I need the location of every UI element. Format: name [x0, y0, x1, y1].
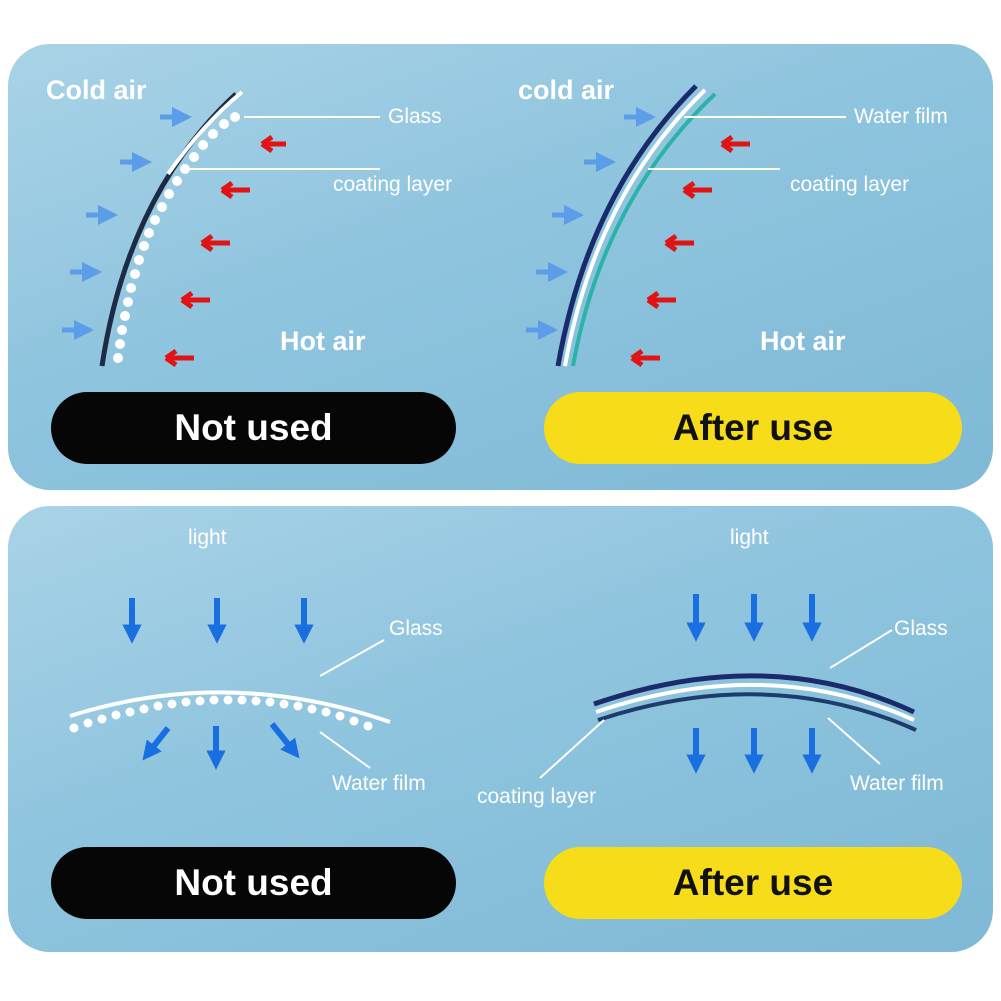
cold-air-arrows-left [62, 107, 192, 340]
transmitted-light-arrows-right [686, 728, 822, 774]
scattered-light-arrows-left [142, 722, 300, 770]
leader-lines-left [188, 116, 380, 170]
leader-lines-right [648, 116, 846, 170]
not-used-pill-bottom: Not used [51, 847, 456, 919]
water-film-label-bottom-left: Water film [332, 772, 426, 795]
coating-label-left: coating layer [333, 173, 453, 196]
light-label-left: light [188, 526, 227, 549]
coating-label-right: coating layer [790, 173, 910, 196]
hot-air-label-left: Hot air [280, 326, 366, 356]
glass-curve-left [99, 90, 244, 367]
top-panel-condensation: Cold air Glass coating layer Hot air Not… [8, 44, 993, 490]
top-diagram-graphic [62, 84, 846, 368]
after-use-pill-bottom: After use [544, 847, 962, 919]
glass-label-bottom-left: Glass [389, 617, 443, 640]
water-film-label-right: Water film [854, 105, 948, 128]
glass-layers-right [555, 84, 717, 367]
after-use-pill-top: After use [544, 392, 962, 464]
bottom-diagram-graphic [69, 594, 917, 779]
hot-air-arrows-right [630, 134, 750, 368]
cold-air-label-left: Cold air [46, 75, 147, 105]
glass-layers-bottom-right [593, 673, 917, 732]
water-droplets-bottom-left [69, 695, 373, 733]
light-arrows-right [686, 594, 822, 642]
water-film-label-bottom-right: Water film [850, 772, 944, 795]
glass-arc-left [69, 690, 391, 724]
cold-air-arrows-right [526, 107, 656, 340]
glass-label-left: Glass [388, 105, 442, 128]
leader-lines-bottom-right [539, 629, 893, 779]
not-used-pill-top: Not used [51, 392, 456, 464]
water-droplets-left [113, 112, 240, 363]
glass-label-bottom-right: Glass [894, 617, 948, 640]
leader-lines-bottom-left [319, 639, 385, 769]
bottom-panel-light-transmission: light Glass Water film Not used light Gl… [8, 506, 993, 952]
coating-label-bottom-right: coating layer [477, 785, 597, 808]
light-arrows-left [122, 598, 314, 644]
cold-air-label-right: cold air [518, 75, 615, 105]
hot-air-label-right: Hot air [760, 326, 846, 356]
hot-air-arrows-left [164, 134, 286, 368]
light-label-right: light [730, 526, 769, 549]
